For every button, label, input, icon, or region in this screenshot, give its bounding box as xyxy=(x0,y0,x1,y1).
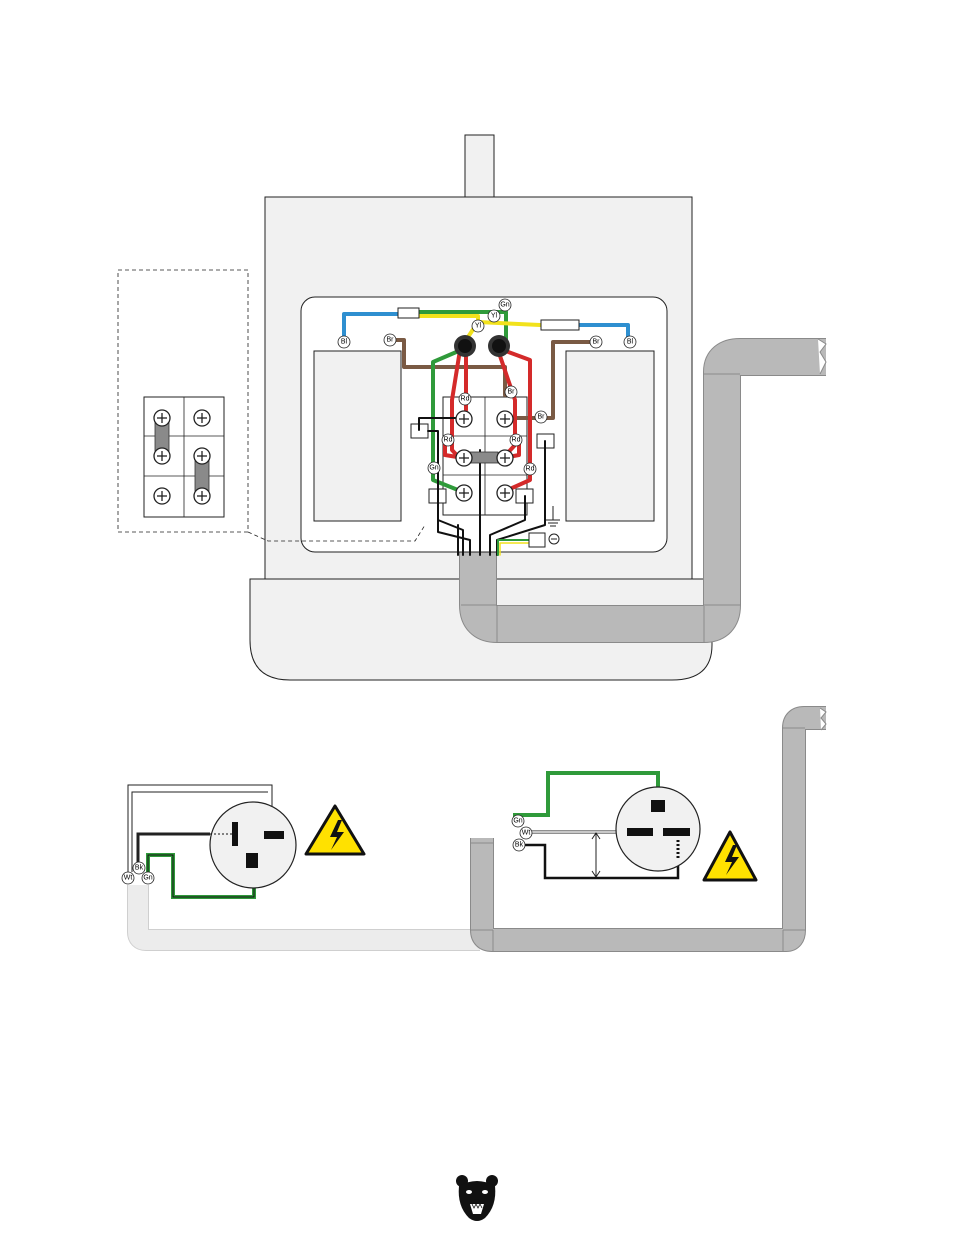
svg-text:Bk: Bk xyxy=(135,865,144,872)
wire-tag-yellow: Yl xyxy=(488,310,500,322)
wire-tag-red: Rd xyxy=(459,393,471,405)
wire-tag-blue: Bl xyxy=(624,336,636,348)
wire-tag-brown: Br xyxy=(535,411,547,423)
svg-text:Rd: Rd xyxy=(512,437,521,444)
svg-text:Br: Br xyxy=(508,389,516,396)
svg-text:Br: Br xyxy=(593,339,601,346)
wire-tag-brown: Br xyxy=(384,334,396,346)
wire-tag-green: Gn xyxy=(142,872,154,884)
svg-text:Gn: Gn xyxy=(429,465,438,472)
high-voltage-warning-icon xyxy=(306,806,364,854)
wire-tag-white: Wt xyxy=(122,872,134,884)
svg-text:Wt: Wt xyxy=(124,875,133,882)
svg-text:Gn: Gn xyxy=(500,302,509,309)
svg-text:Bl: Bl xyxy=(627,339,634,346)
svg-text:Wt: Wt xyxy=(522,830,531,837)
wire-tag-white: Wt xyxy=(520,827,532,839)
bear-logo-icon xyxy=(456,1175,498,1221)
svg-text:Br: Br xyxy=(538,414,546,421)
svg-text:Bl: Bl xyxy=(341,339,348,346)
wire-tag-blue: Bl xyxy=(338,336,350,348)
wire-tag-red: Rd xyxy=(442,434,454,446)
junction-box xyxy=(301,297,667,552)
svg-text:Rd: Rd xyxy=(461,396,470,403)
svg-text:Br: Br xyxy=(387,337,395,344)
right-capacitor xyxy=(566,351,654,521)
right-receptacle xyxy=(515,773,700,878)
svg-text:Yl: Yl xyxy=(475,323,482,330)
svg-text:Gn: Gn xyxy=(513,818,522,825)
wire-tag-green: Gn xyxy=(428,462,440,474)
jumper-bar xyxy=(470,452,498,463)
svg-text:Gn: Gn xyxy=(143,875,152,882)
svg-text:Rd: Rd xyxy=(526,466,535,473)
wire-tag-black: Bk xyxy=(513,839,525,851)
wire-tag-green: Gn xyxy=(512,815,524,827)
wire-tag-black: Bk xyxy=(133,862,145,874)
svg-text:Yl: Yl xyxy=(491,313,498,320)
left-capacitor xyxy=(314,351,401,521)
svg-text:Bk: Bk xyxy=(515,842,524,849)
wire-tag-brown: Br xyxy=(505,386,517,398)
high-voltage-warning-icon xyxy=(704,832,756,880)
wire-tag-red: Rd xyxy=(524,463,536,475)
svg-text:Rd: Rd xyxy=(444,437,453,444)
wire-tag-yellow: Yl xyxy=(472,320,484,332)
wire-tag-brown: Br xyxy=(590,336,602,348)
wire-tag-red: Rd xyxy=(510,434,522,446)
wire-tag-green: Gn xyxy=(499,299,511,311)
